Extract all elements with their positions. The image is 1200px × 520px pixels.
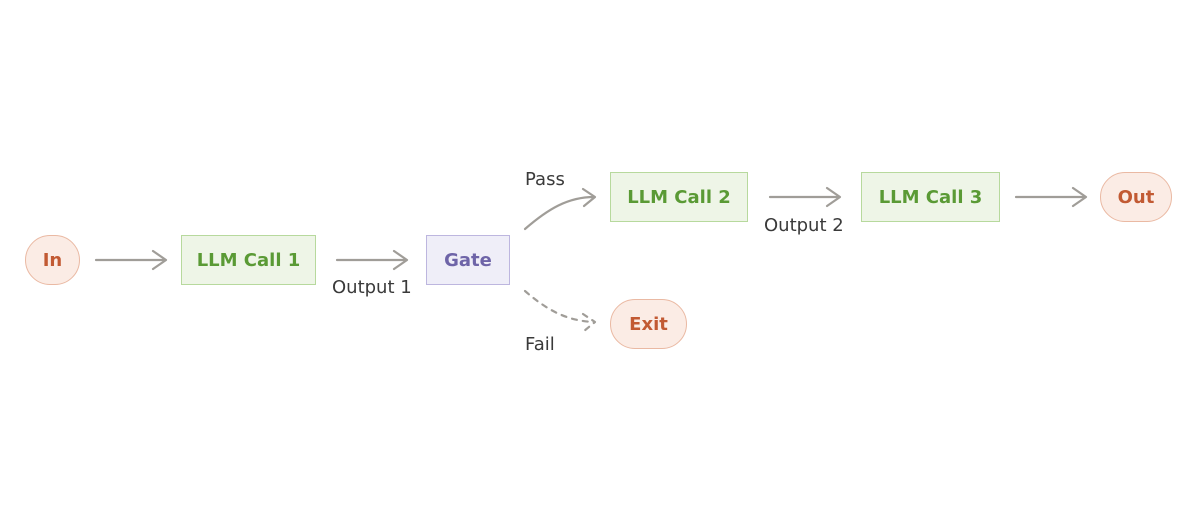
arrow-llm-call-1-to-gate [335, 249, 409, 271]
exit-node: Exit [610, 299, 687, 349]
llm-call-2-label: LLM Call 2 [627, 186, 731, 208]
arrow-llm-call-3-to-out [1014, 186, 1088, 208]
output-2-label: Output 2 [764, 215, 844, 236]
arrow-gate-pass-to-llm-call-2 [523, 187, 597, 231]
llm-call-3-node: LLM Call 3 [861, 172, 1000, 222]
in-node-label: In [42, 249, 63, 271]
arrow-llm-call-2-to-llm-call-3 [768, 186, 842, 208]
llm-call-1-node: LLM Call 1 [181, 235, 316, 285]
llm-call-1-label: LLM Call 1 [196, 249, 301, 271]
out-node: Out [1100, 172, 1172, 222]
fail-label: Fail [525, 334, 555, 355]
in-node: In [25, 235, 80, 285]
llm-call-3-label: LLM Call 3 [878, 186, 983, 208]
gate-node: Gate [426, 235, 510, 285]
output-1-label: Output 1 [332, 277, 412, 298]
exit-node-label: Exit [629, 313, 668, 335]
gate-label: Gate [444, 249, 492, 271]
arrow-gate-fail-to-exit [523, 289, 597, 333]
arrow-in-to-llm-call-1 [94, 249, 168, 271]
out-node-label: Out [1117, 186, 1155, 208]
pass-label: Pass [525, 169, 565, 190]
llm-call-2-node: LLM Call 2 [610, 172, 748, 222]
